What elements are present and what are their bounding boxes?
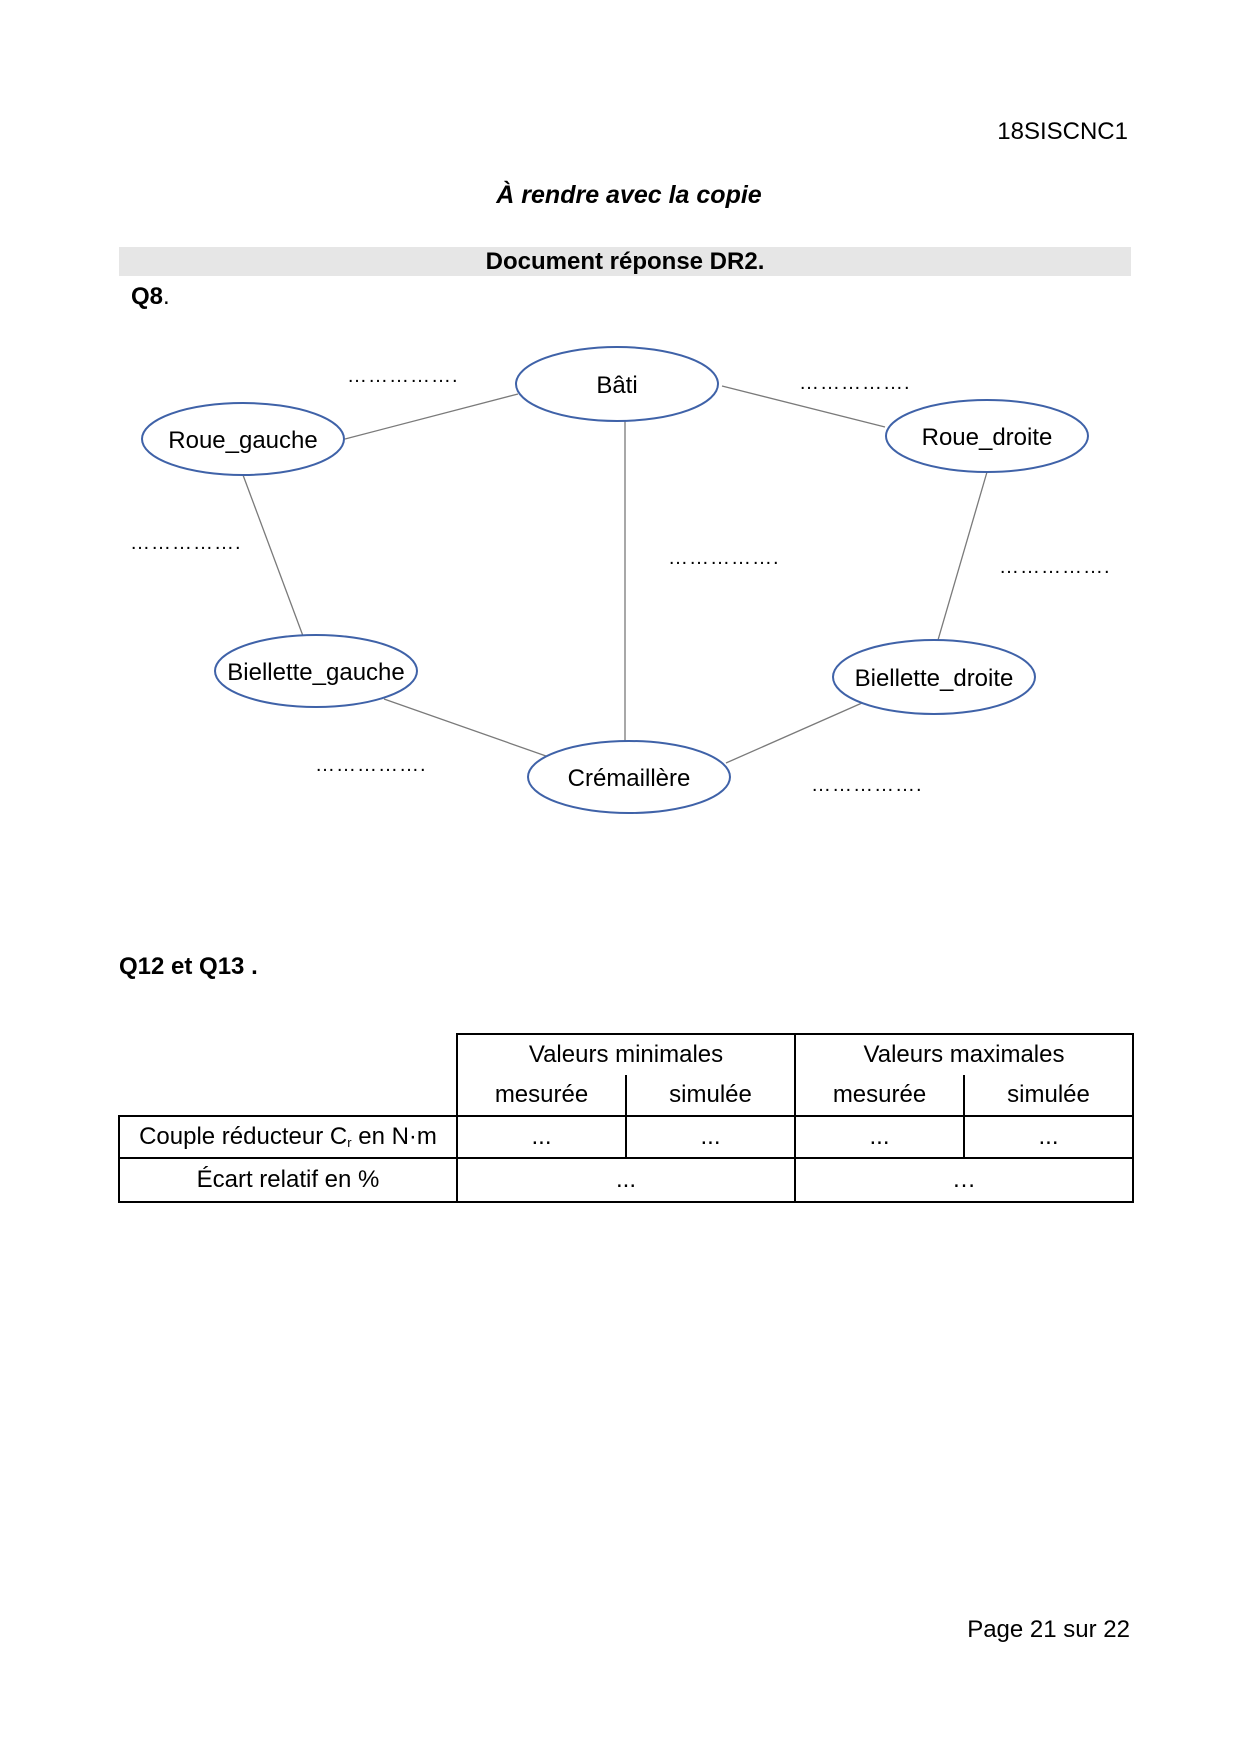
question-q8-suffix: . xyxy=(163,283,170,310)
page-number: Page 21 sur 22 xyxy=(967,1616,1130,1643)
table-group-header-row: Valeurs minimales Valeurs maximales xyxy=(119,1033,1134,1075)
liaison-graph: Bâti Roue_gauche Roue_droite Biellette_g… xyxy=(130,346,1111,814)
blank-bati-roue-droite: ……………. xyxy=(799,372,911,394)
node-bati-label: Bâti xyxy=(596,372,637,399)
cell-couple-min-simulee: ... xyxy=(625,1115,796,1159)
row-label-couple-sub: r xyxy=(347,1135,352,1150)
results-table: Valeurs minimales Valeurs maximales mesu… xyxy=(118,1033,1134,1203)
question-q8-number: Q8 xyxy=(131,283,164,310)
node-biellette-gauche-label: Biellette_gauche xyxy=(227,659,404,686)
node-bati-ellipse xyxy=(515,346,719,422)
node-roue-droite: Roue_droite xyxy=(885,399,1089,473)
row-label-couple: Couple réducteur Cr en N·m xyxy=(118,1115,458,1159)
blank-biellette-droite-cremaillere: ……………. xyxy=(811,774,923,796)
node-cremaillere: Crémaillère xyxy=(527,740,731,814)
node-bati: Bâti xyxy=(515,346,719,422)
header-valeurs-maximales: Valeurs maximales xyxy=(794,1033,1134,1075)
node-biellette-droite: Biellette_droite xyxy=(832,639,1036,715)
header-valeurs-minimales: Valeurs minimales xyxy=(456,1033,796,1075)
node-biellette-gauche: Biellette_gauche xyxy=(214,634,418,708)
row-label-couple-main: Couple réducteur C xyxy=(139,1123,348,1150)
subheader-max-simulee: simulée xyxy=(963,1075,1134,1117)
instruction-text: À rendre avec la copie xyxy=(496,181,762,209)
table-corner xyxy=(119,1034,457,1075)
table-sub-header-row: mesurée simulée mesurée simulée xyxy=(119,1075,1134,1117)
edge-roue-droite-biellette-droite xyxy=(937,471,988,641)
subheader-min-mesuree: mesurée xyxy=(456,1075,627,1117)
blank-biellette-gauche-cremaillere: ……………. xyxy=(315,754,427,776)
edge-biellette-droite-cremaillere xyxy=(725,702,863,764)
question-q8-label: Q8. xyxy=(131,283,170,311)
blank-bati-roue-gauche: ……………. xyxy=(347,365,459,387)
question-q12-q13-label: Q12 et Q13 . xyxy=(119,953,258,980)
subheader-max-mesuree: mesurée xyxy=(794,1075,965,1117)
document-code: 18SISCNC1 xyxy=(997,118,1128,145)
subheader-min-simulee: simulée xyxy=(625,1075,796,1117)
edge-bati-roue-gauche xyxy=(344,393,519,440)
cell-couple-max-simulee: ... xyxy=(963,1115,1134,1159)
node-roue-gauche-label: Roue_gauche xyxy=(168,427,317,454)
blank-bati-cremaillere: ……………. xyxy=(668,547,780,569)
table-row-couple: Couple réducteur Cr en N·m ... ... ... .… xyxy=(118,1115,1134,1159)
node-cremaillere-label: Crémaillère xyxy=(568,765,691,792)
section-title: Document réponse DR2. xyxy=(119,247,1131,276)
node-roue-gauche-ellipse xyxy=(141,402,345,476)
table-row-ecart: Écart relatif en % ... … xyxy=(118,1157,1134,1203)
node-roue-droite-label: Roue_droite xyxy=(922,424,1053,451)
node-biellette-droite-ellipse xyxy=(832,639,1036,715)
edge-biellette-gauche-cremaillere xyxy=(383,698,547,757)
row-label-ecart: Écart relatif en % xyxy=(118,1157,458,1203)
blank-roue-gauche-biellette-gauche: ……………. xyxy=(130,532,242,554)
row-label-couple-tail: en N·m xyxy=(351,1123,437,1150)
node-roue-droite-ellipse xyxy=(885,399,1089,473)
edge-bati-roue-droite xyxy=(721,385,886,428)
node-biellette-droite-label: Biellette_droite xyxy=(855,665,1014,692)
table-corner-2 xyxy=(119,1075,457,1116)
blank-roue-droite-biellette-droite: ……………. xyxy=(999,556,1111,578)
cell-couple-min-mesuree: ... xyxy=(456,1115,627,1159)
cell-ecart-min: ... xyxy=(456,1157,796,1203)
cell-ecart-max: … xyxy=(794,1157,1134,1203)
node-biellette-gauche-ellipse xyxy=(214,634,418,708)
cell-couple-max-mesuree: ... xyxy=(794,1115,965,1159)
edge-roue-gauche-biellette-gauche xyxy=(242,474,304,637)
node-roue-gauche: Roue_gauche xyxy=(141,402,345,476)
node-cremaillere-ellipse xyxy=(527,740,731,814)
